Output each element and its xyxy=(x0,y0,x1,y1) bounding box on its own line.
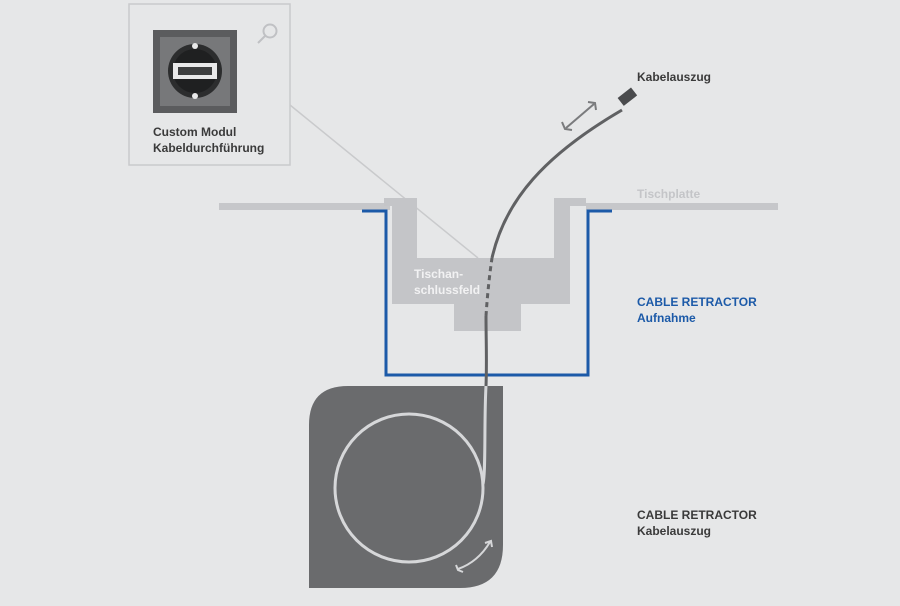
cable-upper xyxy=(490,108,623,259)
label-receptacle-line-2: Aufnahme xyxy=(637,311,696,325)
custom-module-image xyxy=(153,30,237,113)
pull-direction-arrow xyxy=(561,101,597,131)
callout-box xyxy=(128,3,291,166)
label-cable-pull: Kabelauszug xyxy=(637,69,711,85)
callout-title: Custom Modul Kabeldurchführung xyxy=(153,124,264,156)
callout-line-1: Custom Modul xyxy=(153,125,237,139)
retractor-housing xyxy=(309,386,503,588)
label-receptacle: CABLE RETRACTOR Aufnahme xyxy=(637,294,757,326)
label-retractor-line-1: CABLE RETRACTOR xyxy=(637,508,757,522)
label-cable-pull-text: Kabelauszug xyxy=(637,70,712,84)
cable-dashed xyxy=(484,257,494,317)
cable-coil-exit xyxy=(481,385,488,485)
label-table-top-text: Tischplatte xyxy=(637,187,701,201)
magnifier-icon[interactable] xyxy=(257,23,278,44)
table-top xyxy=(219,203,778,210)
label-panel-line-1: Tischan- xyxy=(414,267,464,281)
label-retractor-line-2: Kabelauszug xyxy=(637,524,712,538)
label-retractor: CABLE RETRACTOR Kabelauszug xyxy=(637,507,757,539)
cable-plug xyxy=(617,87,638,106)
callout-leader-line xyxy=(289,104,479,259)
cable-coil xyxy=(333,412,485,564)
coil-rotation-arrow xyxy=(455,539,493,573)
label-receptacle-line-1: CABLE RETRACTOR xyxy=(637,295,757,309)
table-connection-panel xyxy=(384,198,586,331)
callout-line-2: Kabeldurchführung xyxy=(153,141,265,155)
label-panel-line-2: schlussfeld xyxy=(414,283,481,297)
label-connection-panel: Tischan- schlussfeld xyxy=(414,266,480,298)
label-table-top: Tischplatte xyxy=(637,186,700,202)
